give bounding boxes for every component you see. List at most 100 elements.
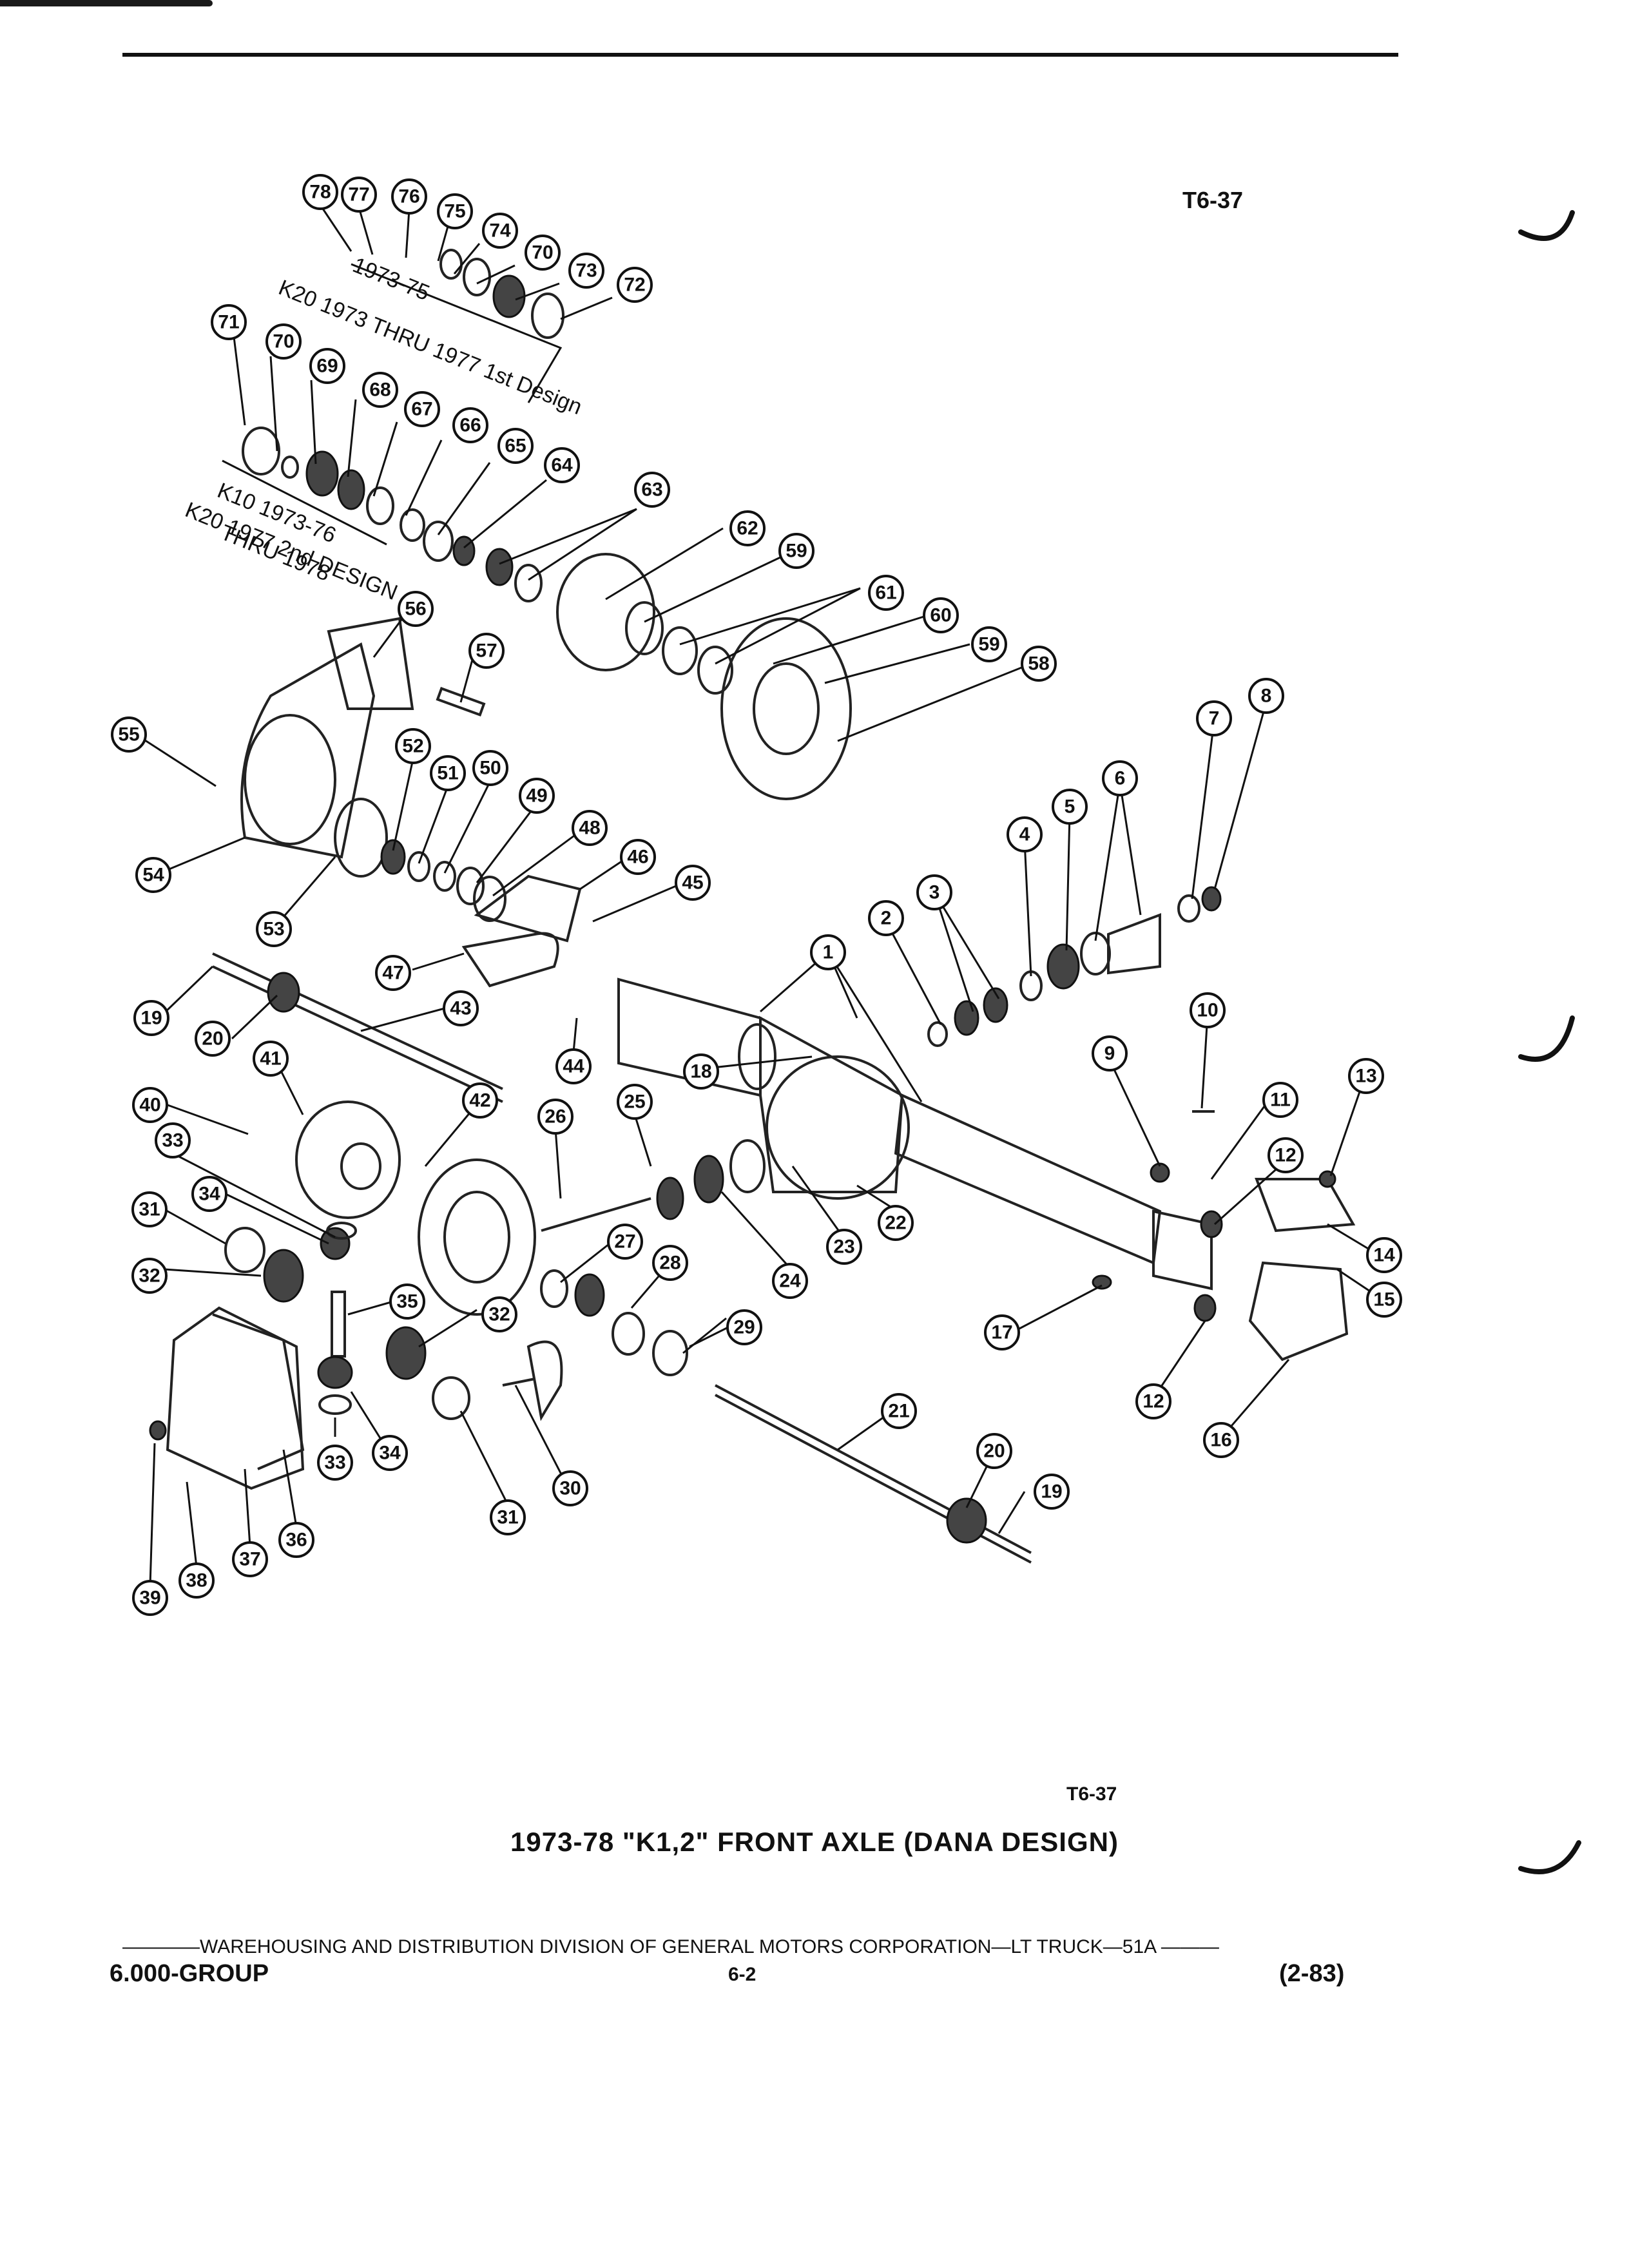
footer-publisher-text: WAREHOUSING AND DISTRIBUTION DIVISION OF… bbox=[200, 1936, 1156, 1957]
callout-59: 59 bbox=[778, 533, 815, 569]
callout-57: 57 bbox=[468, 633, 505, 669]
svg-text:10: 10 bbox=[1197, 1000, 1218, 1021]
svg-text:33: 33 bbox=[162, 1130, 183, 1151]
callout-44: 44 bbox=[555, 1048, 592, 1084]
callout-18: 18 bbox=[683, 1053, 719, 1090]
svg-text:11: 11 bbox=[1270, 1090, 1291, 1111]
callout-13: 13 bbox=[1348, 1058, 1384, 1094]
svg-text:37: 37 bbox=[239, 1549, 260, 1570]
svg-text:1: 1 bbox=[823, 942, 834, 963]
svg-text:71: 71 bbox=[218, 312, 239, 333]
callout-4: 4 bbox=[1007, 816, 1043, 852]
callout-70b: 70 bbox=[265, 323, 302, 360]
callout-14: 14 bbox=[1366, 1237, 1402, 1273]
callout-76: 76 bbox=[391, 178, 427, 215]
svg-text:30: 30 bbox=[559, 1478, 581, 1499]
svg-text:49: 49 bbox=[526, 785, 547, 807]
callout-62: 62 bbox=[729, 510, 766, 546]
figure-ref-top: T6-37 bbox=[1182, 187, 1244, 213]
callout-45: 45 bbox=[675, 865, 711, 901]
svg-text:35: 35 bbox=[396, 1291, 418, 1312]
callout-49: 49 bbox=[519, 778, 555, 814]
callout-24: 24 bbox=[772, 1263, 808, 1299]
callout-78: 78 bbox=[302, 174, 338, 210]
callout-23: 23 bbox=[826, 1229, 862, 1265]
callout-6: 6 bbox=[1102, 760, 1138, 796]
callout-31: 31 bbox=[131, 1191, 168, 1227]
svg-text:31: 31 bbox=[497, 1507, 518, 1528]
callout-5: 5 bbox=[1052, 789, 1088, 825]
footer-group: 6.000-GROUP bbox=[110, 1960, 269, 1987]
svg-text:41: 41 bbox=[260, 1048, 281, 1070]
note-k10-k20-second-design: K10 1973-76 K20 1977 2nd DESIGN THRU 197… bbox=[182, 459, 401, 605]
callout-16: 16 bbox=[1203, 1422, 1239, 1458]
hub-parts-upper bbox=[242, 249, 852, 800]
svg-text:27: 27 bbox=[614, 1231, 635, 1253]
svg-text:32: 32 bbox=[139, 1265, 160, 1287]
svg-text:48: 48 bbox=[579, 818, 600, 839]
svg-text:54: 54 bbox=[142, 865, 164, 886]
callout-7: 7 bbox=[1196, 700, 1232, 736]
callout-74: 74 bbox=[482, 213, 518, 249]
svg-text:20: 20 bbox=[202, 1028, 223, 1050]
svg-text:25: 25 bbox=[624, 1091, 645, 1113]
svg-text:24: 24 bbox=[779, 1271, 801, 1292]
footer-page-number: 6-2 bbox=[728, 1964, 757, 1985]
top-rule bbox=[122, 53, 1398, 57]
svg-text:15: 15 bbox=[1373, 1289, 1394, 1311]
svg-text:21: 21 bbox=[888, 1401, 909, 1422]
svg-text:63: 63 bbox=[641, 479, 662, 501]
svg-text:16: 16 bbox=[1210, 1430, 1231, 1451]
svg-text:59: 59 bbox=[786, 541, 807, 562]
callout-41: 41 bbox=[253, 1041, 289, 1077]
svg-text:73: 73 bbox=[575, 260, 597, 282]
callout-51: 51 bbox=[430, 755, 466, 791]
differential-assembly bbox=[224, 1100, 766, 1421]
callout-38: 38 bbox=[178, 1562, 215, 1599]
note1-line1: 1973-75 bbox=[349, 253, 433, 305]
callout-43: 43 bbox=[443, 990, 479, 1026]
svg-text:78: 78 bbox=[309, 182, 331, 203]
svg-text:5: 5 bbox=[1065, 796, 1075, 818]
callout-15: 15 bbox=[1366, 1282, 1402, 1318]
svg-text:58: 58 bbox=[1028, 653, 1049, 675]
callout-37: 37 bbox=[232, 1541, 268, 1577]
callout-27: 27 bbox=[607, 1224, 643, 1260]
figure-ref-bottom: T6-37 bbox=[1066, 1783, 1117, 1805]
svg-text:59: 59 bbox=[978, 634, 999, 655]
footer-date: (2-83) bbox=[1279, 1960, 1345, 1987]
scan-artifact bbox=[0, 0, 213, 6]
svg-text:34: 34 bbox=[379, 1443, 401, 1464]
callout-3: 3 bbox=[916, 874, 952, 910]
svg-text:45: 45 bbox=[682, 872, 703, 894]
callout-55: 55 bbox=[111, 716, 147, 753]
callout-77: 77 bbox=[341, 177, 377, 213]
svg-text:34: 34 bbox=[198, 1184, 220, 1205]
callout-73: 73 bbox=[568, 253, 604, 289]
callout-32b: 32 bbox=[481, 1296, 517, 1332]
svg-text:70: 70 bbox=[273, 331, 294, 352]
axle-housing bbox=[617, 977, 1213, 1291]
callout-40: 40 bbox=[132, 1087, 168, 1123]
svg-text:57: 57 bbox=[476, 640, 497, 662]
svg-text:33: 33 bbox=[324, 1452, 345, 1474]
callout-19b: 19 bbox=[1034, 1474, 1070, 1510]
callout-26: 26 bbox=[537, 1099, 574, 1135]
svg-text:51: 51 bbox=[437, 763, 458, 784]
svg-text:40: 40 bbox=[139, 1095, 160, 1116]
callout-29: 29 bbox=[726, 1309, 762, 1345]
callout-69: 69 bbox=[309, 348, 345, 384]
callout-31b: 31 bbox=[490, 1499, 526, 1535]
svg-text:20: 20 bbox=[983, 1441, 1005, 1462]
svg-text:36: 36 bbox=[285, 1530, 307, 1551]
callout-20: 20 bbox=[195, 1021, 231, 1057]
callout-67: 67 bbox=[404, 391, 440, 427]
callout-9: 9 bbox=[1092, 1035, 1128, 1072]
svg-text:19: 19 bbox=[1041, 1481, 1062, 1503]
svg-text:31: 31 bbox=[139, 1199, 160, 1220]
svg-text:19: 19 bbox=[140, 1008, 162, 1029]
callout-10: 10 bbox=[1190, 992, 1226, 1028]
callout-56: 56 bbox=[398, 591, 434, 627]
callout-34: 34 bbox=[191, 1176, 227, 1212]
svg-text:72: 72 bbox=[624, 274, 645, 296]
